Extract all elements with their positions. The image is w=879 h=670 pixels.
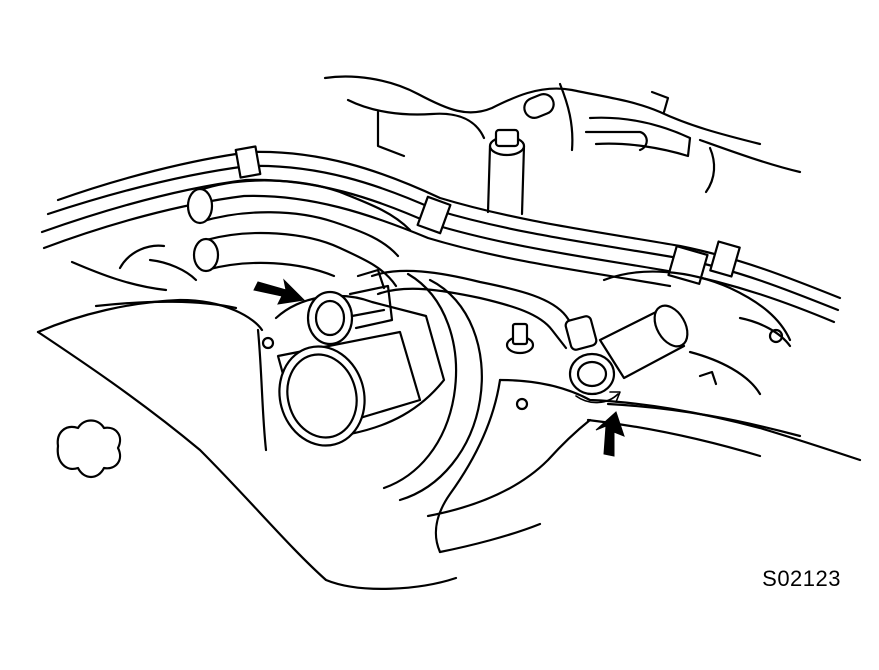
bypass-pipe xyxy=(370,269,582,350)
mounting-bolts xyxy=(261,322,535,411)
upper-engine-block xyxy=(323,75,802,194)
wire-harness xyxy=(40,145,842,324)
arrow-upper-clamp xyxy=(253,278,306,305)
left-cap xyxy=(56,419,122,479)
right-side-details xyxy=(602,270,792,396)
arrow-lower-clamp xyxy=(595,411,625,457)
upper-coolant-hose xyxy=(186,179,412,288)
lower-coolant-hose xyxy=(564,304,689,404)
vertical-neck xyxy=(486,128,526,216)
water-inlet-housing xyxy=(274,268,446,447)
pulley-arc xyxy=(382,272,483,502)
figure-code: S02123 xyxy=(762,566,841,591)
